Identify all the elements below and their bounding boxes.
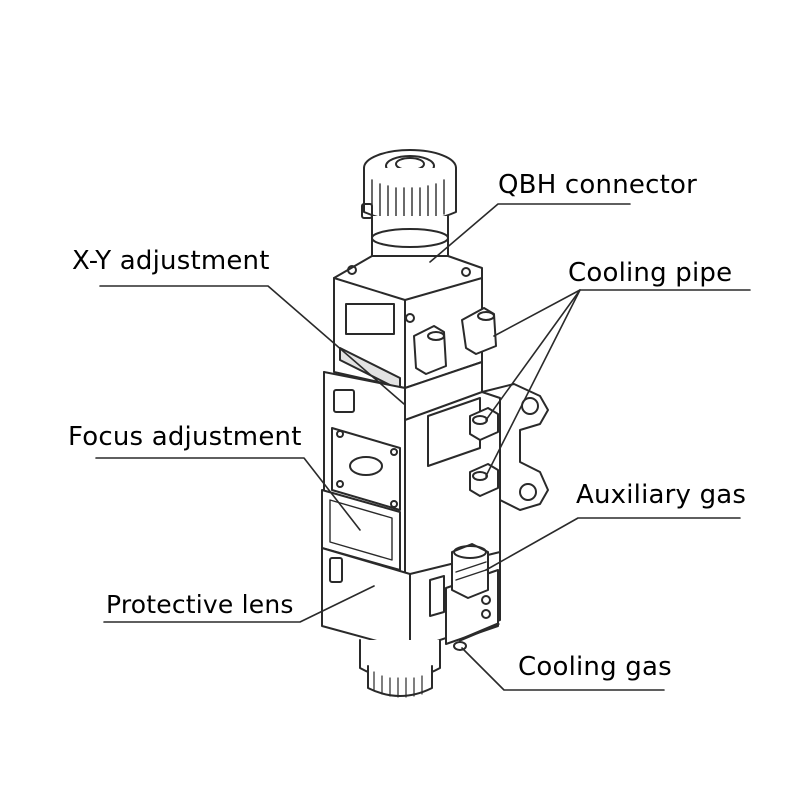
leader-cooling-pipe-3	[485, 289, 581, 477]
leader-cooling-pipe-1	[493, 289, 751, 337]
main-body	[321, 361, 549, 591]
leader-lines	[95, 203, 751, 691]
lower-body	[321, 543, 501, 651]
leader-cooling-pipe-2	[485, 289, 581, 421]
label-cooling-gas: Cooling gas	[518, 652, 672, 682]
leader-cooling-gas	[461, 647, 665, 691]
leader-qbh	[429, 203, 631, 263]
label-auxiliary-gas: Auxiliary gas	[576, 480, 747, 510]
label-protective-lens: Protective lens	[106, 590, 294, 619]
leader-protective	[103, 585, 375, 623]
label-xy-adjustment: X-Y adjustment	[72, 246, 270, 276]
label-focus-adjustment: Focus adjustment	[68, 422, 302, 452]
leader-focus	[95, 457, 361, 531]
leader-xy	[99, 285, 405, 405]
label-qbh-connector: QBH connector	[498, 170, 697, 200]
xy-adjustment-block	[333, 255, 497, 409]
nozzle	[359, 639, 441, 698]
leader-aux	[485, 517, 741, 571]
label-cooling-pipe: Cooling pipe	[568, 258, 733, 288]
